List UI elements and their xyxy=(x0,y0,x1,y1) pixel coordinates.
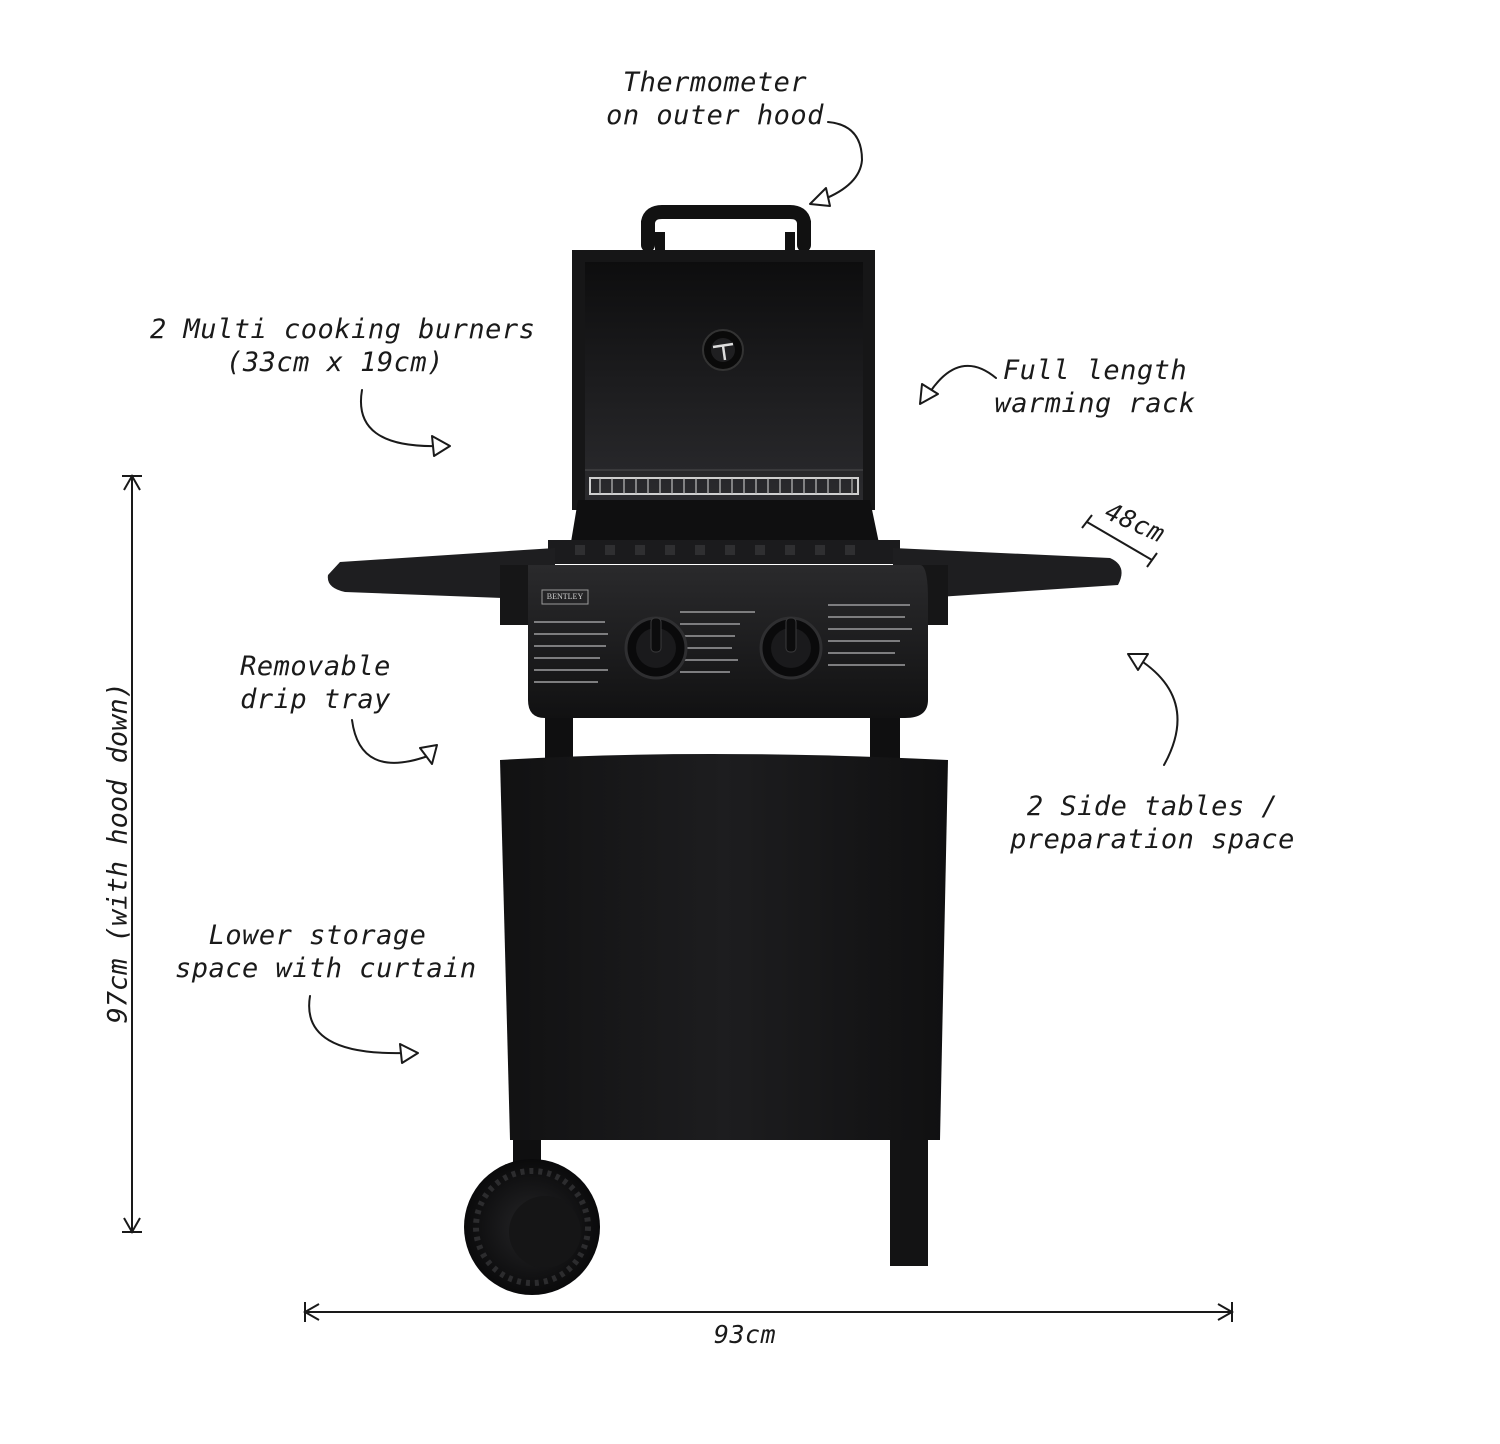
height-dimension-label: 97cm (with hood down) xyxy=(102,682,134,1024)
cart-legs xyxy=(513,718,928,1266)
hood-handle xyxy=(641,205,811,252)
fire-box xyxy=(548,500,900,564)
grill-hood xyxy=(572,250,875,510)
callout-side-tables: 2 Side tables / preparation space xyxy=(1010,791,1295,855)
height-dimension-line xyxy=(122,473,142,1235)
warming-rack xyxy=(589,477,859,495)
depth-dimension-line xyxy=(1081,514,1158,568)
width-dimension-label: 93cm xyxy=(713,1320,777,1349)
brand-plate: BENTLEY xyxy=(546,592,584,601)
control-knob-left xyxy=(624,616,688,680)
control-knob-right xyxy=(759,616,823,680)
callout-burners: 2 Multi cooking burners (33cm x 19cm) xyxy=(150,314,536,378)
storage-curtain xyxy=(500,754,948,1140)
callout-warming-rack: Full length warming rack xyxy=(994,355,1196,419)
arrow-thermometer xyxy=(809,121,864,207)
control-panel xyxy=(528,565,928,718)
arrow-side-tables xyxy=(1127,653,1179,766)
arrow-storage xyxy=(308,995,419,1064)
width-dimension-line xyxy=(302,1302,1235,1322)
side-table-left xyxy=(327,548,555,625)
callout-drip-tray: Removable drip tray xyxy=(240,651,391,715)
arrow-warming-rack xyxy=(919,364,997,405)
callout-storage: Lower storage space with curtain xyxy=(175,920,477,984)
callout-thermometer: Thermometer on outer hood xyxy=(606,67,824,131)
arrow-drip-tray xyxy=(351,719,438,765)
arrow-burners xyxy=(360,389,451,457)
thermometer-icon xyxy=(702,329,744,371)
wheel xyxy=(464,1159,600,1295)
